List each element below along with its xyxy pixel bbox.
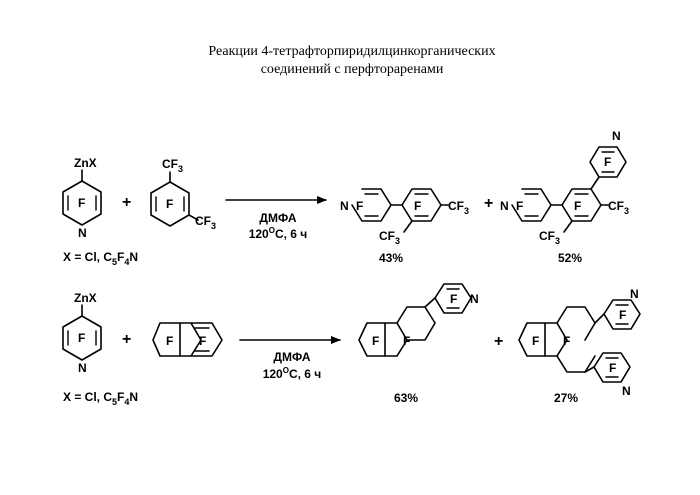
label-znx-2: ZnX — [74, 291, 97, 305]
yield-1a: 43% — [379, 251, 403, 265]
yield-1b: 52% — [558, 251, 582, 265]
ring-f-label: F — [199, 334, 206, 348]
product-1b: N F F CF3 CF3 F N — [500, 129, 629, 246]
plus-sign: + — [494, 333, 503, 350]
product-2a: F F F N — [358, 283, 479, 357]
nitrogen-label: N — [612, 129, 621, 143]
reagent-pyridylzinc-2: ZnX F N — [62, 291, 102, 375]
ring-f-label: F — [574, 199, 581, 213]
ring-f-label: F — [78, 331, 85, 345]
conditions-temp-1: 120OC, 6 ч — [249, 226, 308, 241]
ring-f-label: F — [604, 155, 611, 169]
ring-f-label: F — [356, 199, 363, 213]
ring-f-label: F — [609, 361, 616, 375]
ring-f-label: F — [563, 334, 570, 348]
nitrogen-label: N — [78, 361, 87, 375]
ring-f-label: F — [414, 199, 421, 213]
cf3-label-right: CF3 — [195, 214, 216, 231]
scheme-title-line1: Реакции 4-тетрафторпиридилцинкорганическ… — [208, 44, 495, 59]
label-znx-1: ZnX — [74, 156, 97, 170]
x-definition-2: X = Cl, C5F4N — [63, 390, 138, 407]
nitrogen-label: N — [470, 292, 479, 306]
cf3-label: CF3 — [539, 229, 560, 246]
x-definition-1: X = Cl, C5F4N — [63, 250, 138, 267]
plus-sign: + — [484, 195, 493, 212]
plus-sign: + — [122, 194, 131, 211]
plus-sign: + — [122, 331, 131, 348]
ring-f-label: F — [619, 308, 626, 322]
nitrogen-label: N — [78, 226, 87, 240]
ring-f-label: F — [78, 196, 85, 210]
ring-f-label: F — [372, 334, 379, 348]
ring-f-label: F — [166, 197, 173, 211]
cf3-label: CF3 — [608, 199, 629, 216]
nitrogen-label: N — [340, 199, 349, 213]
product-1a: N F F CF3 CF3 — [340, 188, 469, 246]
conditions-temp-2: 120OC, 6 ч — [263, 366, 322, 381]
ring-f-label: F — [516, 199, 523, 213]
cf3-label-top: CF3 — [162, 157, 183, 174]
ring-f-label: F — [166, 334, 173, 348]
nitrogen-label: N — [500, 199, 509, 213]
product-2b: F F F N N F N — [518, 287, 641, 398]
ring-f-label: F — [450, 292, 457, 306]
ring-f-label: F — [532, 334, 539, 348]
cf3-label: CF3 — [379, 229, 400, 246]
reagent-bis-cf3-benzene: CF3 F CF3 — [150, 157, 216, 231]
reagent-pyridylzinc-1: ZnX F N — [62, 156, 102, 240]
yield-2a: 63% — [394, 391, 418, 405]
nitrogen-label: N — [622, 384, 631, 398]
conditions-solvent-1: ДМФА — [259, 211, 296, 225]
conditions-solvent-2: ДМФА — [273, 350, 310, 364]
yield-2b: 27% — [554, 391, 578, 405]
reagent-perfluoroindane: F F — [152, 322, 223, 357]
scheme-title-line2: соединений с перфтораренами — [261, 62, 444, 77]
cf3-label: CF3 — [448, 199, 469, 216]
nitrogen-label: N — [630, 287, 639, 301]
ring-f-label: F — [403, 334, 410, 348]
